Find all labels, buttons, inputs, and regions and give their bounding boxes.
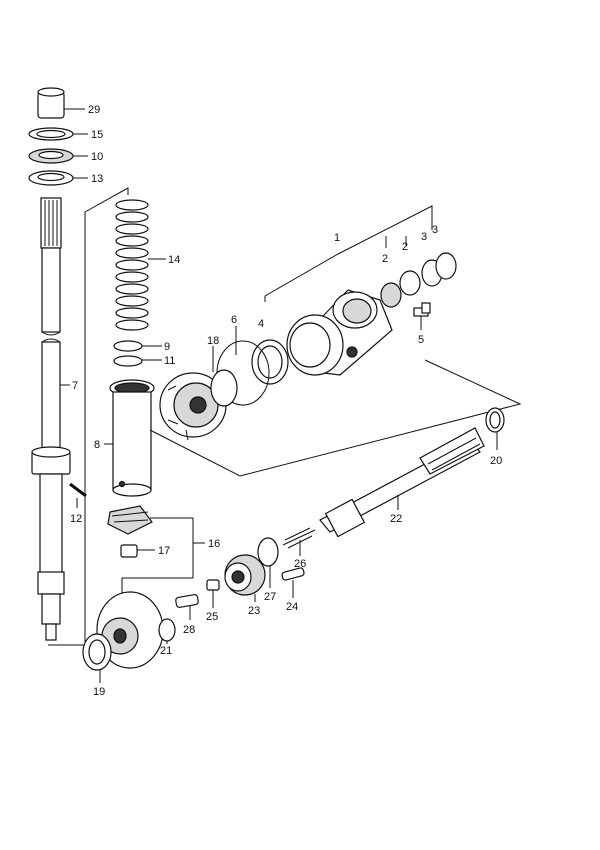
- label-2a: 2: [382, 253, 388, 265]
- drive-shaft: [28, 87, 87, 641]
- shim-3b: [435, 252, 457, 280]
- label-22: 22: [390, 513, 402, 525]
- clutch-23: [224, 554, 266, 596]
- label-13: 13: [91, 173, 103, 185]
- bevel-gear-lower: [96, 591, 164, 669]
- label-15: 15: [91, 129, 103, 141]
- label-8: 8: [94, 439, 100, 451]
- group-bracket-upper: [84, 187, 129, 213]
- ring-11: [113, 355, 143, 367]
- label-1: 1: [334, 232, 340, 244]
- part-labels: 29 15 10 13 14 1 2 2 3 3 5 4 6 18 9 11 7…: [70, 104, 502, 698]
- label-3a: 3: [421, 231, 427, 243]
- label-28: 28: [183, 624, 195, 636]
- label-10: 10: [91, 151, 103, 163]
- label-6: 6: [231, 314, 237, 326]
- label-21: 21: [160, 645, 172, 657]
- ring-21: [158, 618, 176, 642]
- label-26: 26: [294, 558, 306, 570]
- label-25: 25: [206, 611, 218, 623]
- label-2b: 2: [402, 241, 408, 253]
- nut-17: [120, 544, 138, 558]
- label-9: 9: [164, 341, 170, 353]
- label-24: 24: [286, 601, 298, 613]
- label-7: 7: [72, 380, 78, 392]
- label-14: 14: [168, 254, 180, 266]
- pin-25: [206, 579, 220, 591]
- label-29: 29: [88, 104, 100, 116]
- label-16: 16: [208, 538, 220, 550]
- label-27: 27: [264, 591, 276, 603]
- label-5: 5: [418, 334, 424, 346]
- label-3b: 3: [432, 224, 438, 236]
- bearing-2b: [399, 270, 421, 296]
- label-19: 19: [93, 686, 105, 698]
- group-bracket-16: [121, 517, 194, 600]
- label-20: 20: [490, 455, 502, 467]
- propeller-shaft-22: [319, 427, 485, 538]
- ring-27: [257, 537, 279, 567]
- label-4: 4: [258, 318, 264, 330]
- ring-9: [113, 340, 143, 352]
- label-23: 23: [248, 605, 260, 617]
- leader-lines: [60, 108, 498, 683]
- bevel-gear-upper: [159, 372, 227, 441]
- label-11: 11: [164, 355, 175, 367]
- spring-26: [282, 527, 316, 549]
- shim-18: [210, 369, 238, 407]
- assembly-box-outline: [149, 359, 522, 477]
- bearing-2: [380, 282, 402, 308]
- plunger-28: [175, 594, 199, 608]
- spring-14: [115, 199, 149, 331]
- label-17: 17: [158, 545, 170, 557]
- gear-housing-1: [286, 289, 393, 376]
- label-18: 18: [207, 335, 219, 347]
- label-12: 12: [70, 513, 82, 525]
- sleeve-8: [109, 379, 155, 497]
- pin-24: [281, 567, 305, 581]
